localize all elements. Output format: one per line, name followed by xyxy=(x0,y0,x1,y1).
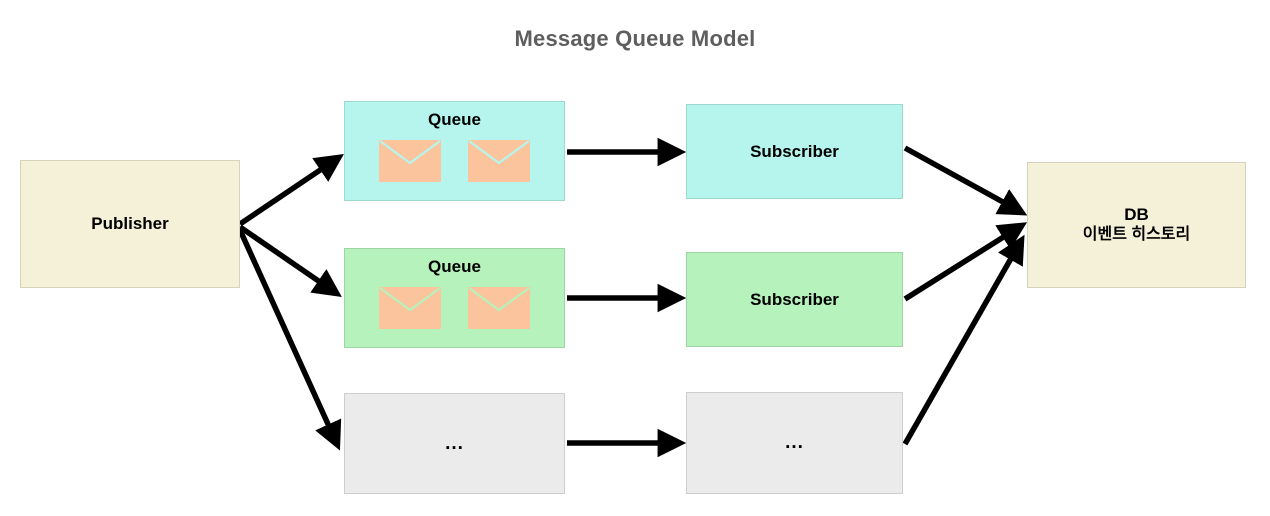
subscriber-3-label: ... xyxy=(785,432,804,453)
envelope-icon xyxy=(468,140,530,182)
arrow-subscriber-3-to-db xyxy=(902,234,1025,446)
db-sublabel: 이벤트 히스토리 xyxy=(1082,226,1191,244)
node-subscriber-1[interactable]: Subscriber xyxy=(686,104,903,199)
queue-2-label: Queue xyxy=(428,257,481,276)
arrow-publisher-to-queue-1 xyxy=(238,154,344,227)
publisher-label: Publisher xyxy=(91,214,169,234)
db-label: DB xyxy=(1124,204,1149,224)
envelope-icon xyxy=(379,287,441,329)
subscriber-1-label: Subscriber xyxy=(750,141,839,161)
arrow-publisher-to-queue-3 xyxy=(237,228,342,451)
node-subscriber-3[interactable]: ... xyxy=(686,392,903,494)
node-subscriber-2[interactable]: Subscriber xyxy=(686,252,903,347)
subscriber-2-label: Subscriber xyxy=(750,289,839,309)
node-queue-2[interactable]: Queue xyxy=(344,248,565,348)
queue-1-messages xyxy=(379,140,530,182)
arrow-subscriber-1-to-db xyxy=(903,145,1028,216)
page-title: Message Queue Model xyxy=(514,26,756,51)
node-db[interactable]: DB 이벤트 히스토리 xyxy=(1027,162,1246,288)
node-publisher[interactable]: Publisher xyxy=(20,160,240,288)
node-queue-1[interactable]: Queue xyxy=(344,101,565,201)
queue-3-label: ... xyxy=(445,432,464,454)
queue-1-label: Queue xyxy=(428,110,481,129)
node-queue-3[interactable]: ... xyxy=(344,393,565,494)
envelope-icon xyxy=(379,140,441,182)
arrow-subscriber-2-to-db xyxy=(903,222,1028,302)
queue-2-messages xyxy=(379,287,530,329)
arrow-publisher-to-queue-2 xyxy=(238,224,342,298)
envelope-icon xyxy=(468,287,530,329)
